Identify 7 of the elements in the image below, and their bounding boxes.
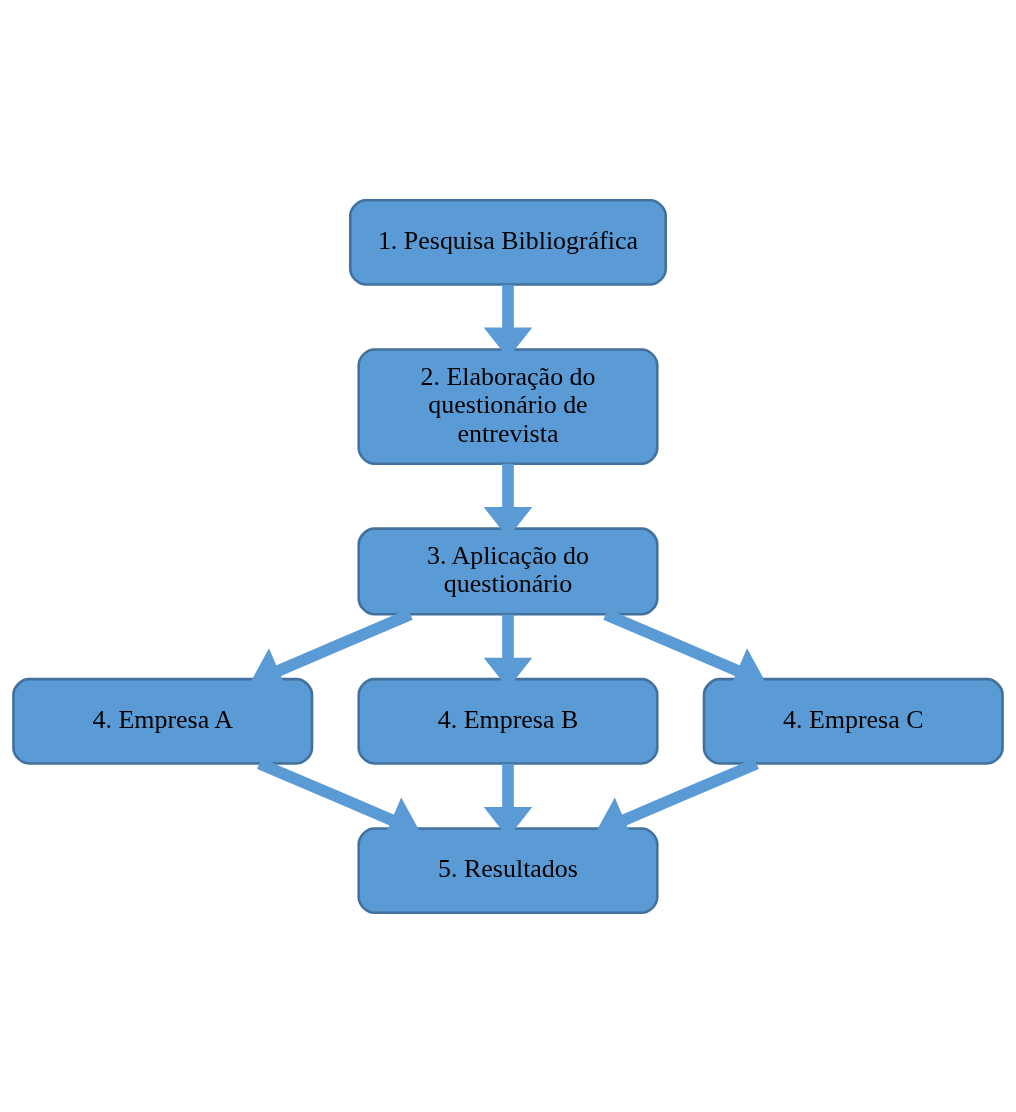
node-box: 5. Resultados xyxy=(357,826,659,914)
node-box: 4. Empresa C xyxy=(702,677,1004,765)
node-box: 4. Empresa A xyxy=(12,677,314,765)
node-box: 1. Pesquisa Bibliográfica xyxy=(349,198,667,286)
node-box: 2. Elaboração do questionário de entrevista xyxy=(357,347,659,465)
node-box: 3. Aplicação do questionário xyxy=(357,526,659,616)
node-box: 4. Empresa B xyxy=(357,677,659,765)
